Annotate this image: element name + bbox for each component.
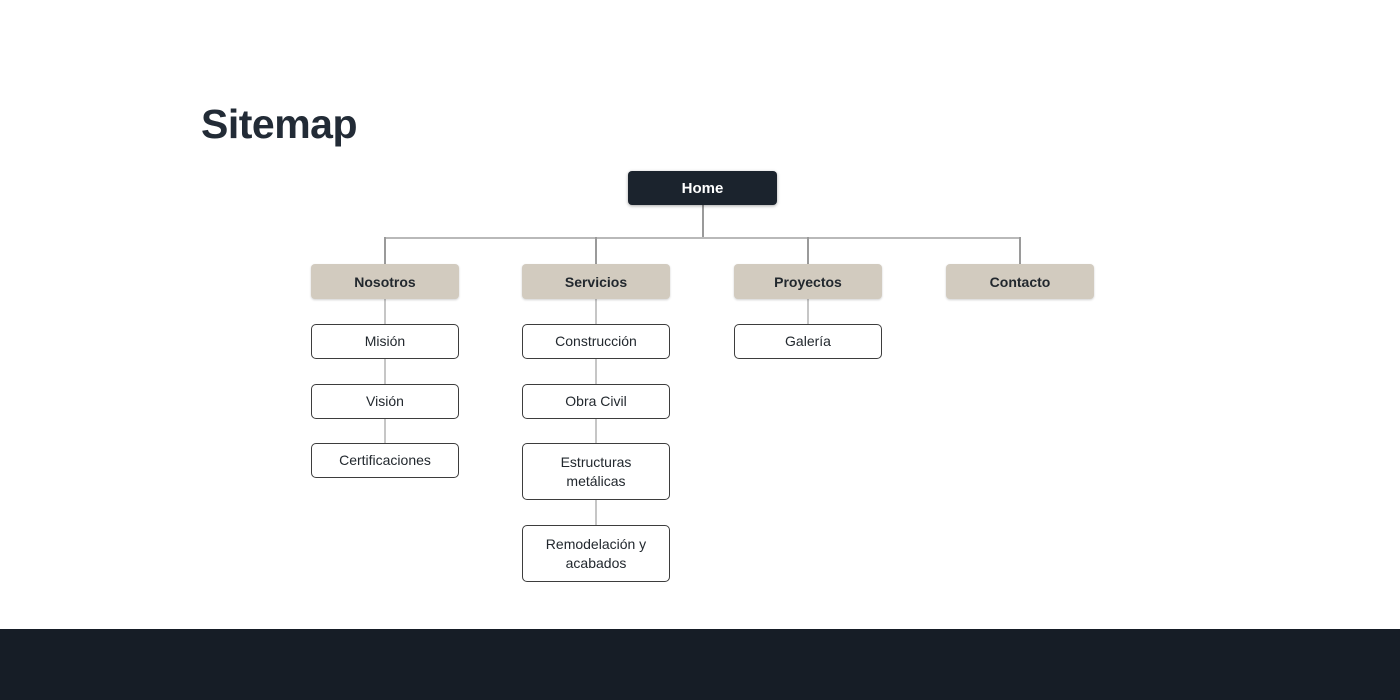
node-contacto-label: Contacto — [989, 273, 1051, 290]
node-home[interactable]: Home — [628, 171, 777, 205]
connector-servicios-4 — [595, 500, 597, 525]
node-nosotros[interactable]: Nosotros — [311, 264, 459, 299]
connector-drop-nosotros — [384, 237, 386, 264]
footer-bar — [0, 629, 1400, 700]
node-mision-label: Misión — [364, 333, 406, 350]
connector-nosotros-3 — [384, 419, 386, 443]
node-galeria-label: Galería — [785, 333, 831, 350]
node-proyectos[interactable]: Proyectos — [734, 264, 882, 299]
connector-drop-servicios — [595, 237, 597, 264]
page-title: Sitemap — [201, 101, 358, 148]
node-remodelacion-acabados-label: Remodelación y acabados — [545, 536, 647, 571]
connector-drop-proyectos — [807, 237, 809, 264]
node-proyectos-label: Proyectos — [774, 273, 842, 290]
node-estructuras-metalicas-label: Estructuras metálicas — [560, 454, 632, 489]
node-construccion-label: Construcción — [555, 333, 637, 350]
connector-nosotros-1 — [384, 299, 386, 324]
connector-servicios-2 — [595, 359, 597, 384]
node-home-label: Home — [681, 179, 724, 197]
connector-nosotros-2 — [384, 359, 386, 384]
node-galeria[interactable]: Galería — [734, 324, 882, 359]
node-construccion[interactable]: Construcción — [522, 324, 670, 359]
node-obra-civil-label: Obra Civil — [565, 393, 627, 410]
node-contacto[interactable]: Contacto — [946, 264, 1094, 299]
node-vision-label: Visión — [366, 393, 404, 410]
node-servicios[interactable]: Servicios — [522, 264, 670, 299]
node-certificaciones-label: Certificaciones — [339, 452, 431, 469]
node-nosotros-label: Nosotros — [354, 273, 416, 290]
node-obra-civil[interactable]: Obra Civil — [522, 384, 670, 419]
node-certificaciones[interactable]: Certificaciones — [311, 443, 459, 478]
connector-proyectos-1 — [807, 299, 809, 324]
node-mision[interactable]: Misión — [311, 324, 459, 359]
node-servicios-label: Servicios — [564, 273, 628, 290]
node-estructuras-metalicas[interactable]: Estructuras metálicas — [522, 443, 670, 500]
connector-servicios-1 — [595, 299, 597, 324]
connector-servicios-3 — [595, 419, 597, 443]
connector-drop-contacto — [1019, 237, 1021, 264]
connector-home-drop — [702, 205, 704, 237]
node-remodelacion-acabados[interactable]: Remodelación y acabados — [522, 525, 670, 582]
node-vision[interactable]: Visión — [311, 384, 459, 419]
connector-horizontal-rail — [384, 237, 1020, 239]
